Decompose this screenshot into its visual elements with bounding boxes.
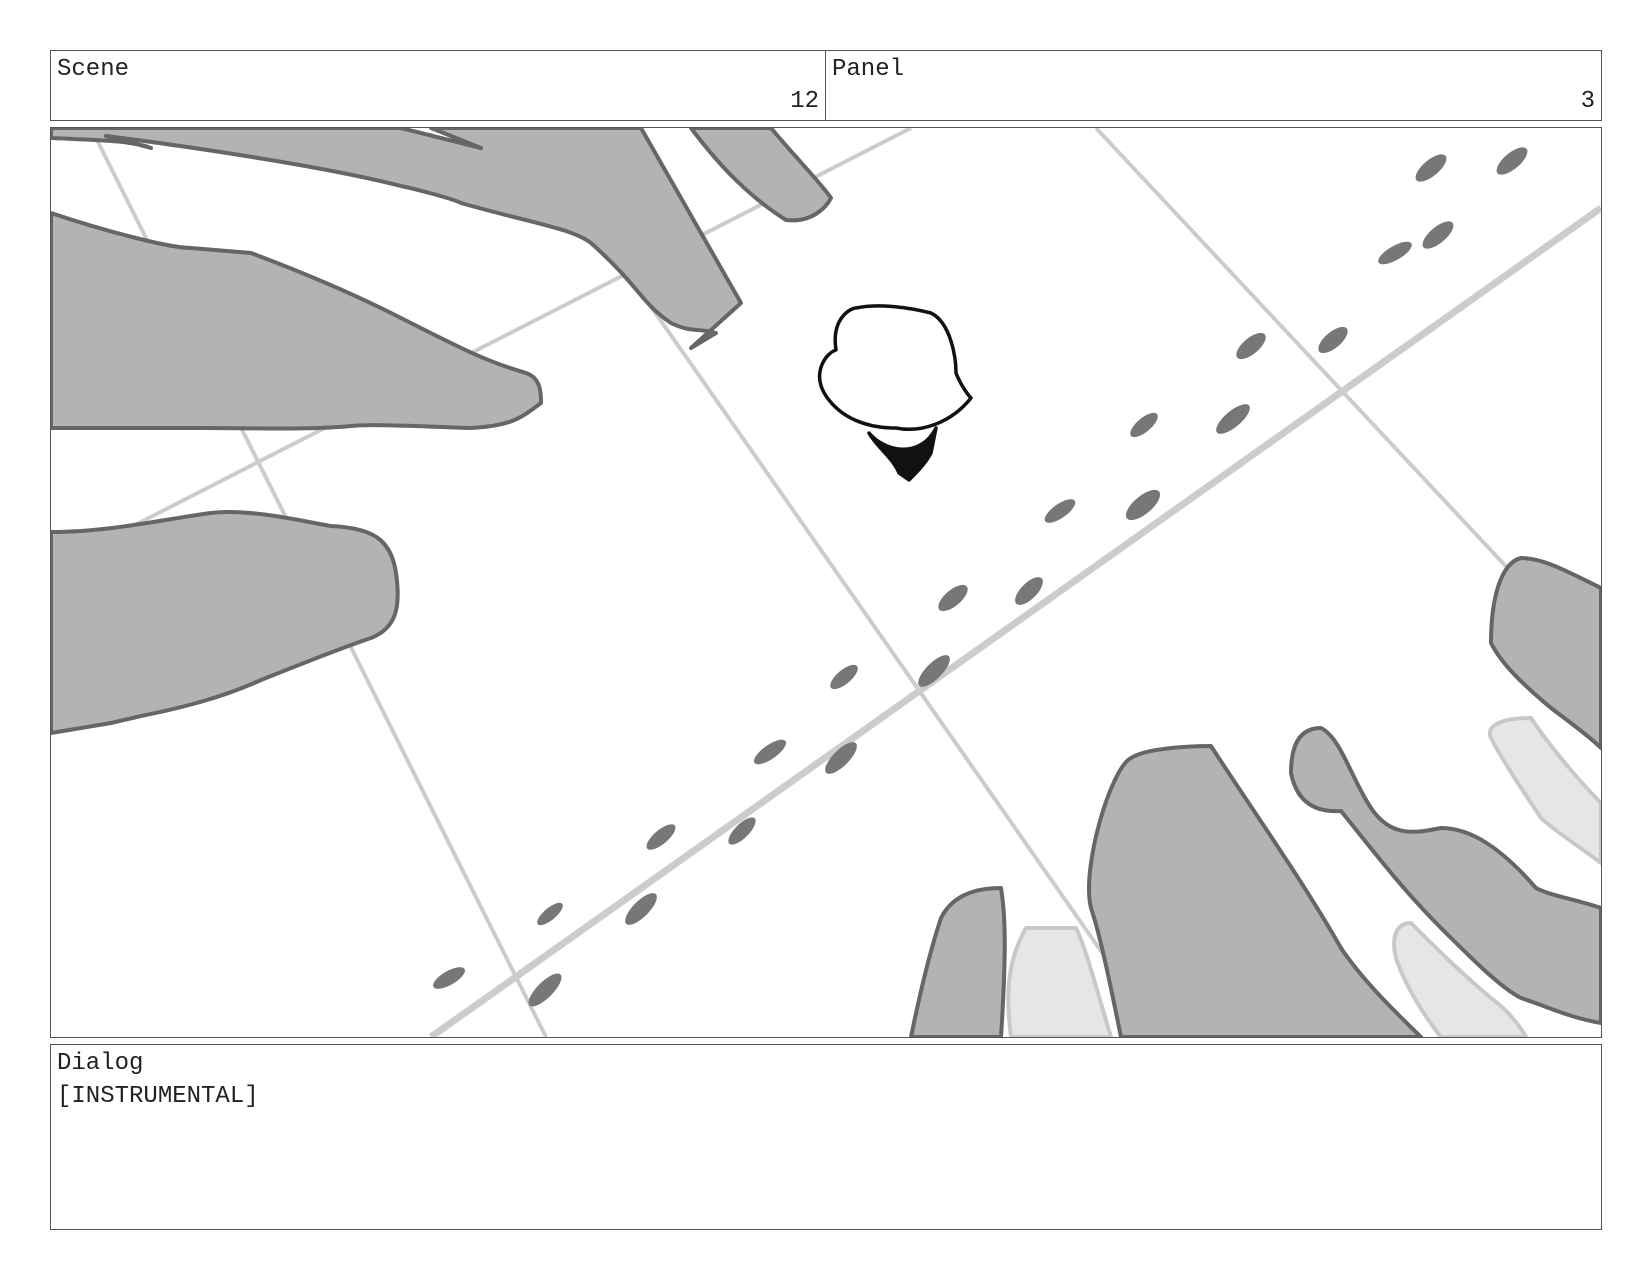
dot-trail bbox=[433, 147, 1528, 1007]
storyboard-artwork bbox=[50, 127, 1602, 1038]
storyboard-drawing bbox=[51, 128, 1601, 1037]
dialog-label: Dialog bbox=[57, 1050, 144, 1077]
dialog-text: [INSTRUMENTAL] bbox=[57, 1083, 259, 1110]
character-figure bbox=[818, 304, 973, 482]
panel-cell: Panel 3 bbox=[825, 50, 1602, 121]
scene-number: 12 bbox=[790, 88, 819, 115]
panel-number: 3 bbox=[1580, 88, 1595, 115]
scene-label: Scene bbox=[57, 56, 130, 83]
scene-cell: Scene 12 bbox=[50, 50, 826, 121]
dialog-box: Dialog [INSTRUMENTAL] bbox=[50, 1044, 1602, 1230]
hand-light-fingers bbox=[1006, 716, 1601, 1037]
hand-bottom-right bbox=[909, 556, 1601, 1037]
hand-top-left bbox=[51, 128, 833, 735]
panel-label: Panel bbox=[832, 56, 905, 83]
